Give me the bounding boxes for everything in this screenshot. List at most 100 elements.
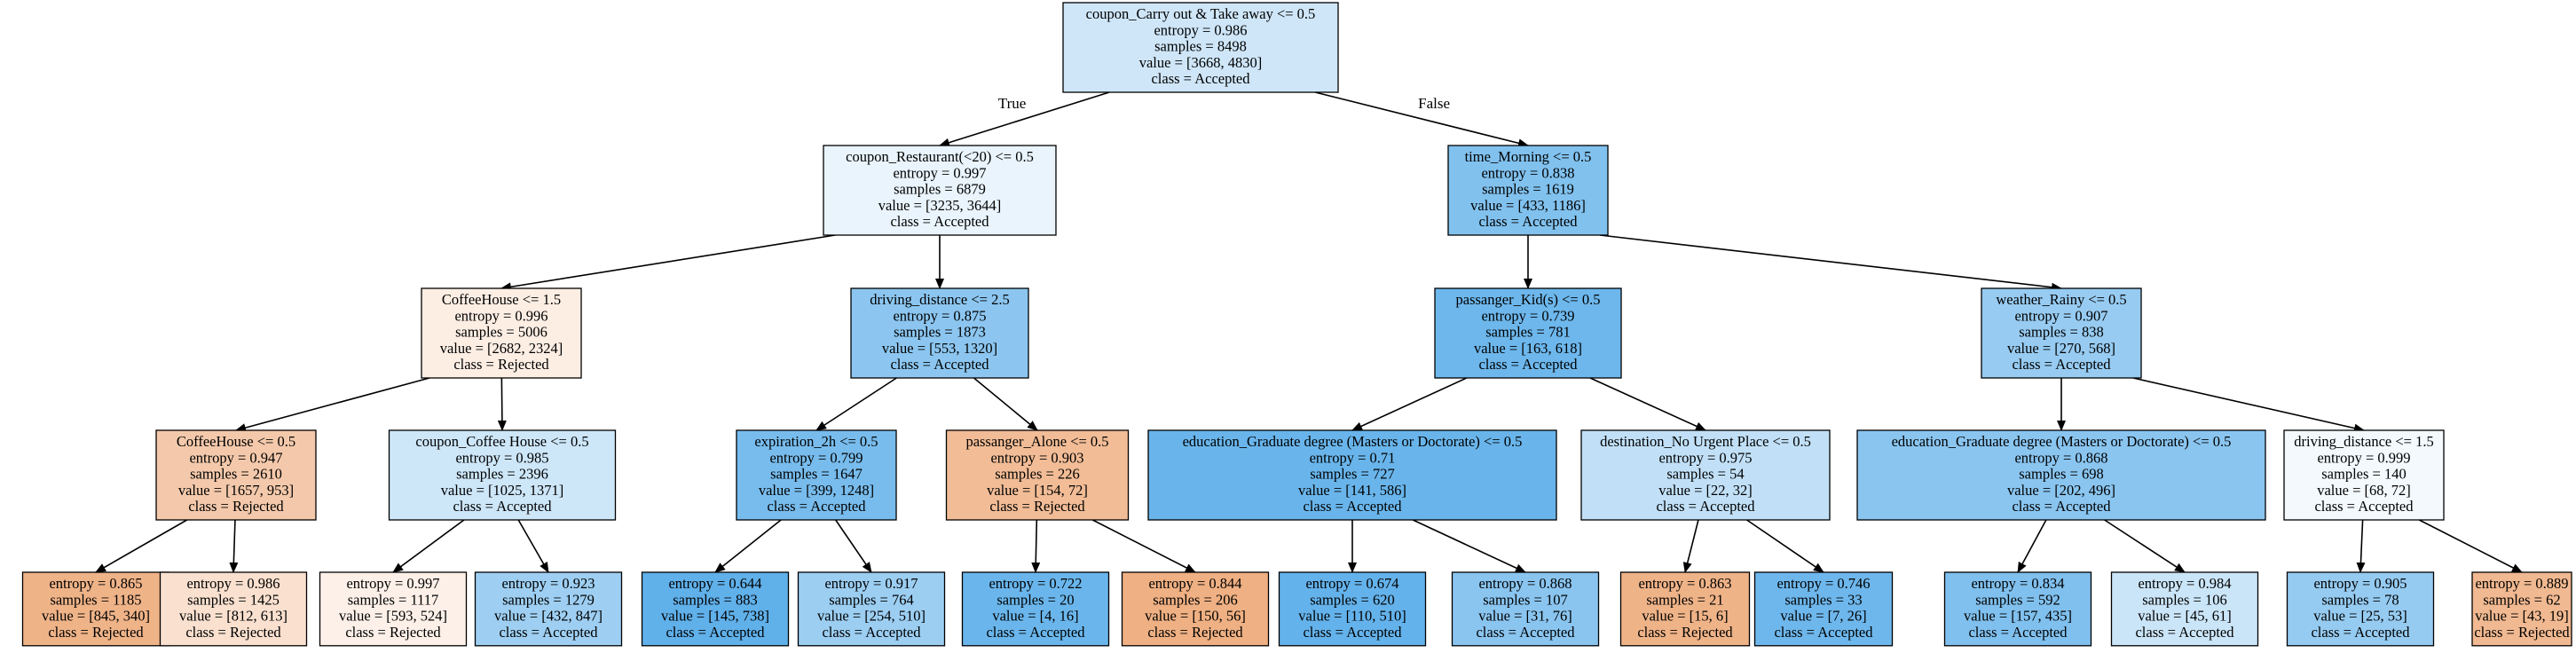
node-line: entropy = 0.907 [2014, 307, 2107, 324]
node-line: entropy = 0.746 [1776, 575, 1870, 592]
node-line: samples = 1185 [50, 591, 141, 608]
node-line: value = [553, 1320] [882, 340, 997, 357]
node-line: entropy = 0.984 [2138, 575, 2231, 592]
node-line: CoffeeHouse <= 0.5 [177, 433, 295, 450]
node-line: class = Rejected [1147, 624, 1243, 641]
node-box [641, 571, 790, 647]
node-line: class = Accepted [1968, 624, 2068, 641]
node-box [736, 429, 897, 521]
node-line: entropy = 0.999 [2317, 449, 2410, 466]
node-line: samples = 6879 [894, 181, 986, 198]
node-box [1619, 571, 1751, 647]
node-line: value = [141, 586] [1298, 482, 1406, 499]
node-box [319, 571, 468, 647]
node-line: value = [163, 618] [1474, 340, 1582, 357]
node-line: entropy = 0.986 [1154, 21, 1247, 38]
node-line: weather_Rainy <= 0.5 [1996, 291, 2126, 308]
node-line: entropy = 0.71 [1310, 449, 1396, 466]
node-line: samples = 1647 [770, 466, 863, 483]
node-line: class = Rejected [989, 498, 1085, 515]
node-line: entropy = 0.905 [2313, 575, 2407, 592]
node-line: value = [3668, 4830] [1139, 54, 1263, 71]
node-line: class = Accepted [1303, 624, 1402, 641]
node-line: value = [433, 1186] [1470, 197, 1586, 214]
node-box [1062, 2, 1339, 93]
node-line: samples = 21 [1646, 591, 1723, 608]
node-line: value = [68, 72] [2317, 482, 2411, 499]
node-box [823, 145, 1057, 236]
node-box [159, 571, 308, 647]
node-line: entropy = 0.875 [893, 307, 986, 324]
node-line: value = [145, 738] [661, 608, 769, 625]
node-line: class = Rejected [2474, 624, 2570, 641]
node-line: class = Accepted [2314, 498, 2414, 515]
node-line: time_Morning <= 0.5 [1465, 148, 1592, 165]
node-box [797, 571, 946, 647]
node-line: entropy = 0.986 [186, 575, 280, 592]
node-line: class = Accepted [666, 624, 765, 641]
node-line: value = [1025, 1371] [441, 482, 564, 499]
edge-n0-n1 [939, 91, 1110, 147]
node-box [1981, 287, 2142, 379]
node-line: class = Rejected [453, 356, 549, 373]
node-box [155, 429, 317, 521]
node-line: entropy = 0.674 [1305, 575, 1398, 592]
node-line: entropy = 0.923 [501, 575, 595, 592]
node-line: driving_distance <= 1.5 [2294, 433, 2433, 450]
node-line: samples = 1873 [894, 324, 986, 341]
node-box [1278, 571, 1427, 647]
node-line: class = Accepted [986, 624, 1085, 641]
node-line: samples = 883 [673, 591, 757, 608]
edge-n8-n18 [517, 519, 549, 573]
node-box [1580, 429, 1831, 521]
node-line: samples = 5006 [455, 324, 547, 341]
node-line: value = [270, 568] [2007, 340, 2115, 357]
node-line: entropy = 0.799 [769, 449, 863, 466]
node-box [1447, 145, 1609, 236]
node-line: class = Accepted [890, 356, 989, 373]
node-box [1451, 571, 1600, 647]
tree-node-n13: education_Graduate degree (Masters or Do… [1856, 429, 2266, 521]
node-box [961, 571, 1110, 647]
node-line: samples = 698 [2019, 466, 2103, 483]
edge-n6-n14 [2132, 377, 2365, 433]
node-box [1753, 571, 1894, 647]
node-line: value = [593, 524] [339, 608, 447, 625]
node-box [1434, 287, 1622, 379]
node-line: samples = 592 [1975, 591, 2060, 608]
node-line: samples = 1619 [1482, 181, 1574, 198]
node-line: samples = 8498 [1154, 38, 1247, 55]
node-line: class = Accepted [2012, 498, 2111, 515]
node-line: value = [432, 847] [494, 608, 603, 625]
node-box [2286, 571, 2435, 647]
node-line: value = [45, 61] [2138, 608, 2232, 625]
node-line: entropy = 0.722 [989, 575, 1082, 592]
node-line: value = [25, 53] [2313, 608, 2407, 625]
node-line: class = Accepted [767, 498, 866, 515]
node-line: entropy = 0.863 [1638, 575, 1731, 592]
node-line: samples = 838 [2019, 324, 2103, 341]
node-line: class = Accepted [2012, 356, 2111, 373]
node-box [850, 287, 1029, 379]
tree-node-n0: coupon_Carry out & Take away <= 0.5entro… [1062, 2, 1339, 93]
node-line: samples = 764 [829, 591, 913, 608]
node-line: class = Rejected [345, 624, 441, 641]
node-box [1943, 571, 2092, 647]
edge-n0-n2 [1314, 91, 1529, 148]
node-line: value = [3235, 3644] [878, 197, 1002, 214]
node-line: value = [31, 76] [1478, 608, 1572, 625]
node-line: samples = 620 [1310, 591, 1394, 608]
edge-n5-n11 [1351, 377, 1468, 431]
edge-n3-n8 [497, 377, 507, 431]
